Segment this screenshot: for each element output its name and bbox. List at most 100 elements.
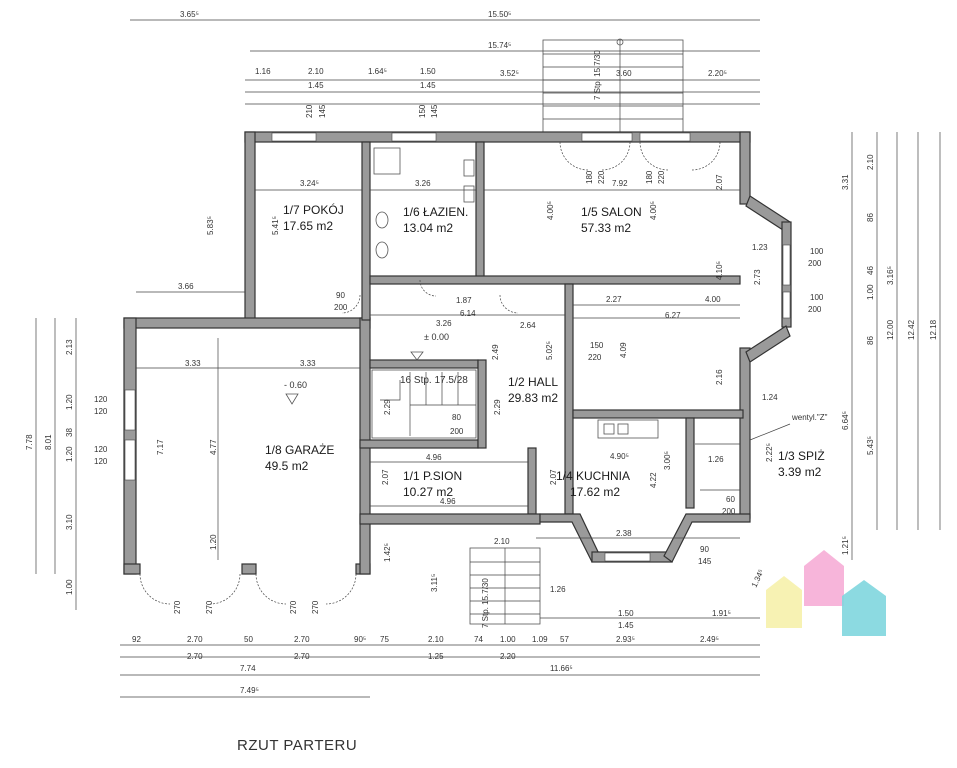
dim-bottom1-10: 57 — [560, 635, 569, 644]
dim-inner-8: 4.10⁵ — [715, 261, 724, 280]
dim-inner-17: 4.00 — [705, 295, 721, 304]
dim-opening-42: 90 — [700, 545, 709, 554]
dim-row4-4: 3.52⁵ — [500, 69, 519, 78]
dim-opening-0: 210 — [305, 104, 314, 118]
dim-inner-25: 4.09 — [619, 342, 628, 358]
dim-inner-33: 4.90⁵ — [610, 452, 629, 461]
dim-inner-29: 4.96 — [426, 453, 442, 462]
dim-inner-3: 5.41⁵ — [271, 216, 280, 235]
dim-right-8: 12.42 — [907, 319, 916, 340]
dim-inner-2: 7.92 — [612, 179, 628, 188]
dim-inner-28: 2.29 — [493, 399, 502, 415]
dim-inner-34: 4.22 — [649, 472, 658, 488]
dim-inner-31: 2.07 — [381, 469, 390, 485]
interior-stairs — [371, 369, 477, 439]
room-name-1-1: 1/1 P.SION — [403, 469, 462, 483]
dim-inner-19: 3.33 — [185, 359, 201, 368]
dim-opening-41: 200 — [722, 507, 736, 516]
stairs-top-label: 7 Stp. 15.7/30 — [593, 50, 602, 100]
dim-top-2: 15.50⁵ — [488, 10, 511, 19]
dim-bottom1-2: 50 — [244, 635, 253, 644]
room-name-1-3: 1/3 SPIŻ — [778, 449, 825, 463]
top-dimension-lines — [130, 19, 760, 105]
room-name-1-6: 1/6 ŁAZIEN. — [403, 205, 468, 219]
dim-inner-44: 1.20 — [209, 534, 218, 550]
dim-right-9: 12.18 — [929, 319, 938, 340]
dim-inner-12: 1.87 — [456, 296, 472, 305]
room-name-1-4: 1/4 KUCHNIA — [556, 469, 630, 483]
dim-opening-38: 270 — [289, 600, 298, 614]
dim-opening-43: 145 — [698, 557, 712, 566]
dim-inner-21: 7.17 — [156, 439, 165, 455]
dim-opening-6: 180 — [645, 170, 654, 184]
dim-inner-26: 2.16 — [715, 369, 724, 385]
dim-inner-11: 3.66 — [178, 282, 194, 291]
dim-inner-10: 1.23 — [752, 243, 768, 252]
bathroom-fixtures — [373, 147, 475, 259]
dim-right-4: 46 — [866, 266, 875, 275]
dim-left-3: 1.20 — [65, 394, 74, 410]
stairs-bottom-label: 7 Stp. 15.7/30 — [481, 578, 490, 628]
room-name-1-2: 1/2 HALL — [508, 375, 558, 389]
room-name-1-8: 1/8 GARAŻE — [265, 443, 334, 457]
dim-row5-1: 1.45 — [420, 81, 436, 90]
dim-inner-23: 2.49 — [491, 344, 500, 360]
dim-inner-36: 2.22⁵ — [765, 443, 774, 462]
dim-right-12: 1.21⁵ — [841, 536, 850, 555]
dim-row5-0: 1.45 — [308, 81, 324, 90]
dim-inner-14: 3.26 — [436, 319, 452, 328]
dim-opening-5: 220 — [597, 170, 606, 184]
dim-inner-6: 4.00⁵ — [649, 201, 658, 220]
dim-inner-20: 3.33 — [300, 359, 316, 368]
room-area-1-1: 10.27 m2 — [403, 485, 453, 499]
dim-inner-30: 4.96 — [440, 497, 456, 506]
right-dimension-lines — [851, 132, 941, 560]
dim-opening-37: 270 — [205, 600, 214, 614]
dim-right-10: 6.64⁵ — [841, 411, 850, 430]
dim-inner-45: 1.24 — [762, 393, 778, 402]
dim-opening-13: 200 — [334, 303, 348, 312]
dim-opening-7: 220 — [657, 170, 666, 184]
dim-left-6: 1.20 — [65, 446, 74, 462]
dim-opening-19: 220 — [588, 353, 602, 362]
dim-right-6: 86 — [866, 336, 875, 345]
walls — [123, 131, 792, 575]
dim-left-5: 38 — [65, 428, 74, 437]
level-marker-hall — [410, 351, 424, 361]
dim-opening-4: 180 — [585, 170, 594, 184]
dim-bottom1-6: 2.10 — [428, 635, 444, 644]
bottom-dimension-lines — [120, 617, 760, 698]
dim-opening-32: 120 — [94, 395, 108, 404]
dim-right-0: 3.31 — [841, 174, 850, 190]
dim-inner-41: 1.50 — [618, 609, 634, 618]
drawing-title: RZUT PARTERU — [237, 737, 358, 754]
dim-bottom1-11: 2.93⁵ — [616, 635, 635, 644]
dim-bottom3-1: 11.66⁵ — [550, 664, 573, 673]
dim-bottom1-12: 2.49⁵ — [700, 635, 719, 644]
level-ground: ± 0.00 — [424, 332, 449, 342]
left-dimension-lines — [35, 318, 77, 610]
dim-left-7: 3.10 — [65, 514, 74, 530]
dim-inner-16: 2.27 — [606, 295, 622, 304]
dim-opening-47: 3.11⁵ — [430, 574, 439, 592]
dim-inner-15: 2.64 — [520, 321, 536, 330]
vent-label: wentyl."Z" — [791, 413, 828, 422]
room-area-1-2: 29.83 m2 — [508, 391, 558, 405]
kitchen-fixtures — [597, 419, 740, 491]
dim-opening-39: 270 — [311, 600, 320, 614]
dim-inner-13: 6.14 — [460, 309, 476, 318]
dim-inner-38: 2.38 — [616, 529, 632, 538]
dim-row4-3: 1.50 — [420, 67, 436, 76]
dim-left-0: 7.78 — [25, 434, 34, 450]
dim-row4-2: 1.64⁵ — [368, 67, 387, 76]
dim-row4-1: 2.10 — [308, 67, 324, 76]
interior-dimension-lines — [136, 189, 740, 560]
dim-bottom3-0: 7.74 — [240, 664, 256, 673]
dim-bottom1-9: 1.09 — [532, 635, 548, 644]
dim-top-3: 15.74⁵ — [488, 41, 511, 50]
dim-right-5: 3.16⁵ — [886, 266, 895, 285]
dim-bottom1-8: 1.00 — [500, 635, 516, 644]
dim-inner-32: 2.07 — [549, 469, 558, 485]
dim-inner-42: 1.45 — [618, 621, 634, 630]
